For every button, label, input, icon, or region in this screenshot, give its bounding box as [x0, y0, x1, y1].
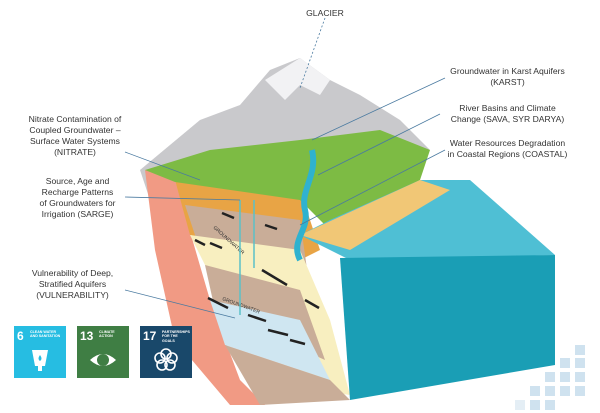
- label-line: Stratified Aquifers: [38, 279, 107, 289]
- label-glacier: GLACIER: [306, 8, 344, 18]
- label-line: Coupled Groundwater –: [29, 125, 121, 135]
- label-line: in Coastal Regions (COASTAL): [447, 149, 568, 159]
- label-line: Nitrate Contamination of: [28, 114, 122, 124]
- ocean-front: [340, 255, 555, 400]
- label-vulnerability: Vulnerability of Deep, Stratified Aquife…: [20, 268, 125, 301]
- sdg-title: CLIMATE ACTION: [99, 330, 115, 339]
- label-line: Vulnerability of Deep,: [31, 268, 114, 278]
- eye-globe-icon: [90, 354, 116, 366]
- sdg-13-tile: 13 CLIMATE ACTION: [77, 326, 129, 378]
- decorative-squares: [515, 345, 585, 410]
- beach: [300, 180, 450, 250]
- sdg-number: 17: [143, 329, 157, 343]
- label-line: Groundwater in Karst Aquifers: [450, 66, 565, 76]
- sdg-6-tile: 6 CLEAN WATER AND SANITATION: [14, 326, 66, 378]
- sdg-17-tile: 17 PARTNERSHIPS FOR THE GOALS: [140, 326, 192, 378]
- label-line: (KARST): [490, 77, 525, 87]
- deep-aquifer: [210, 300, 330, 380]
- label-line: Water Resources Degradation: [449, 138, 566, 148]
- base-layer: [225, 345, 350, 405]
- water-glass-icon: [32, 350, 48, 371]
- sdg-title: PARTNERSHIPS FOR THE GOALS: [162, 330, 190, 343]
- flow-arrows: [194, 211, 320, 346]
- sdg-title: CLEAN WATER AND SANITATION: [30, 330, 61, 339]
- partnership-flower-icon: [154, 348, 178, 371]
- leader-lines: [124, 17, 446, 319]
- label-river: River Basins and Climate Change (SAVA, S…: [425, 103, 590, 125]
- label-coastal: Water Resources Degradation in Coastal R…: [425, 138, 590, 160]
- glacier-snow: [265, 58, 330, 100]
- sdg-number: 13: [80, 329, 94, 343]
- label-line: River Basins and Climate: [459, 103, 556, 113]
- label-line: (NITRATE): [54, 147, 96, 157]
- label-line: Irrigation (SARGE): [41, 209, 114, 219]
- label-line: Source, Age and: [45, 176, 110, 186]
- river: [294, 149, 317, 262]
- label-line: Surface Water Systems: [30, 136, 120, 146]
- label-line: of Groundwaters for: [39, 198, 116, 208]
- bedrock-face: [145, 170, 265, 405]
- label-line: Change (SAVA, SYR DARYA): [450, 114, 565, 124]
- label-karst: Groundwater in Karst Aquifers (KARST): [425, 66, 590, 88]
- label-sarge: Source, Age and Recharge Patterns of Gro…: [25, 176, 130, 220]
- label-line: Recharge Patterns: [41, 187, 114, 197]
- sdg-number: 6: [17, 329, 24, 343]
- label-line: (VULNERABILITY): [36, 290, 109, 300]
- label-nitrate: Nitrate Contamination of Coupled Groundw…: [20, 114, 130, 158]
